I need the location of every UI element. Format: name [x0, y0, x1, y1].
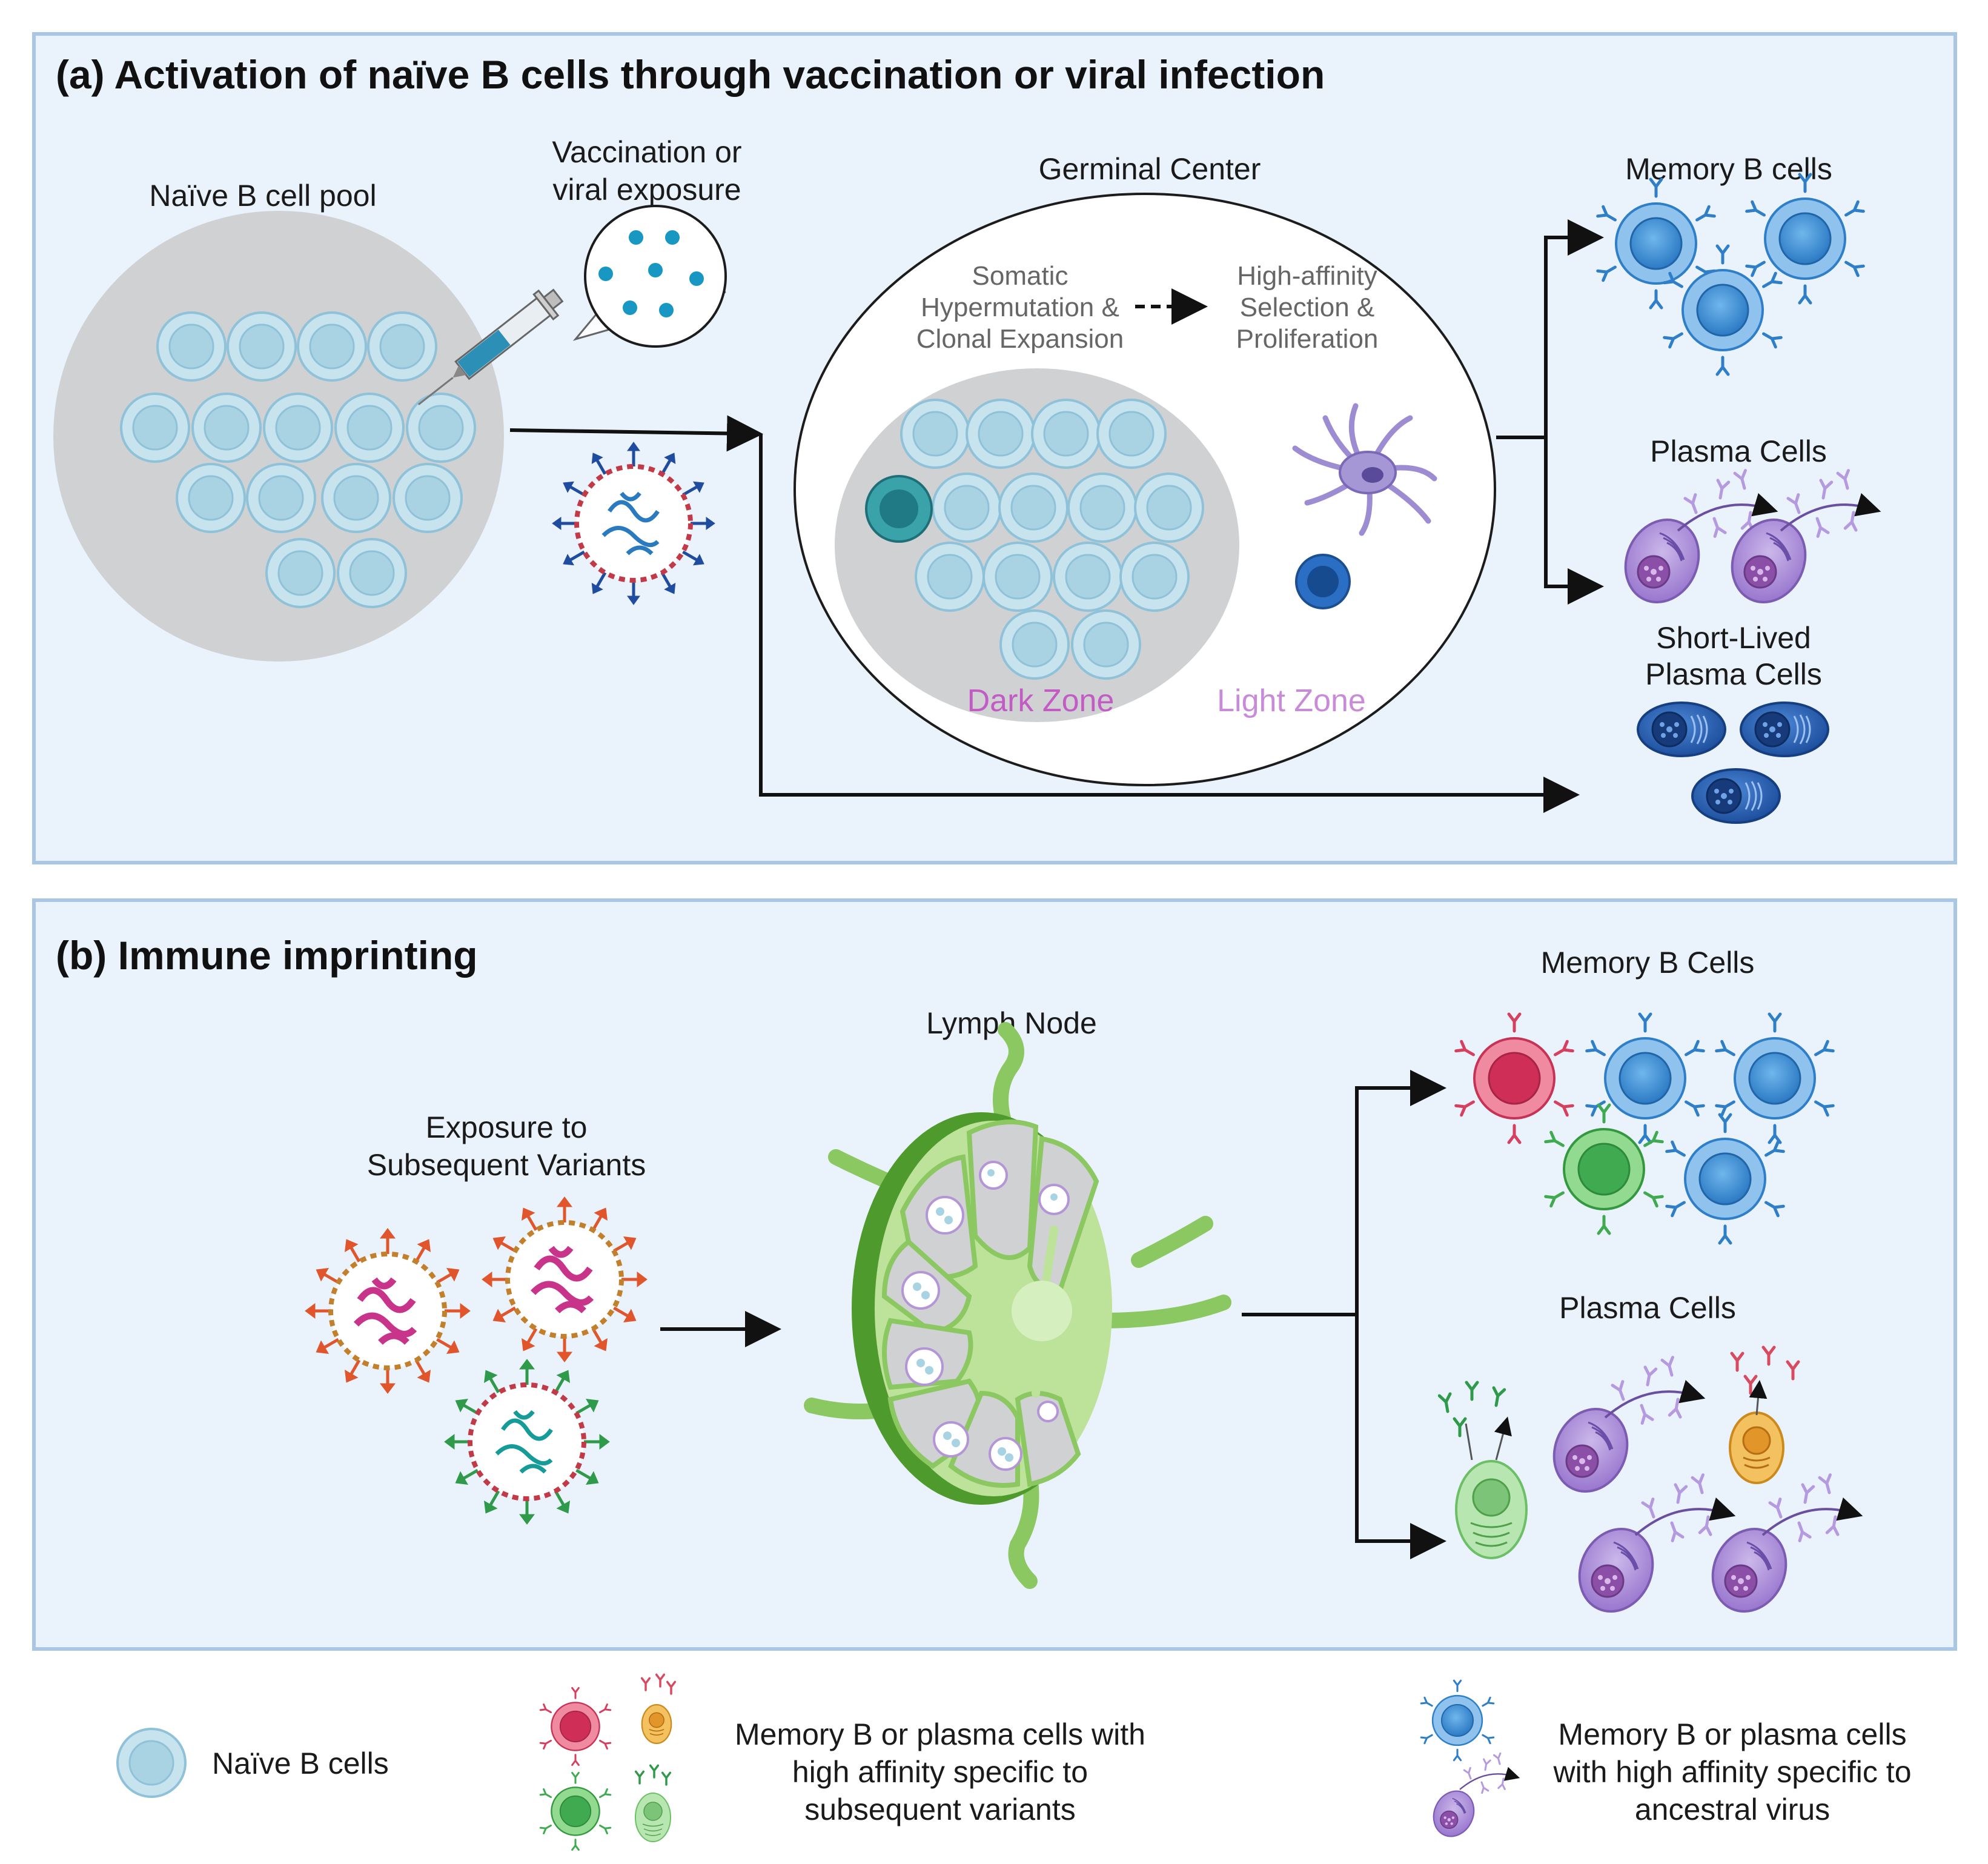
- light-zone-label: Light Zone: [1217, 683, 1366, 718]
- arrow-to-memory-b-cells-b: [1355, 1070, 1446, 1315]
- legend-ancestral-swatch: [1421, 1680, 1514, 1844]
- memory-b-cells-label: Memory B cells: [1625, 152, 1832, 186]
- plasma-cells-group-b: [1439, 1347, 1854, 1625]
- short-lived-label-line-1: Short-Lived: [1656, 621, 1811, 655]
- flow-arrow-to-short-lived: [759, 434, 1580, 813]
- arrow-to-plasma-cells-b: [1355, 1315, 1446, 1559]
- vaccination-label-line-1: Vaccination or: [552, 135, 741, 169]
- shm-label-line-2: Hypermutation &: [921, 293, 1119, 322]
- legend-ancestral-line-1: Memory B or plasma cells: [1558, 1717, 1906, 1751]
- dark-zone-label: Dark Zone: [967, 683, 1115, 718]
- exposure-label-line-2: Subsequent Variants: [367, 1148, 646, 1182]
- orange-plasma-cell: [1729, 1347, 1798, 1484]
- legend-ancestral-line-2: with high affinity specific to: [1552, 1755, 1911, 1789]
- flow-arrow-to-germinal-center: [509, 415, 763, 452]
- selected-b-cell: [1295, 554, 1351, 609]
- legend-naive-label: Naïve B cells: [212, 1746, 389, 1780]
- legend-naive-swatch: [116, 1728, 187, 1798]
- naive-pool-label: Naïve B cell pool: [149, 179, 376, 213]
- legend-variant-line-1: Memory B or plasma cells with: [735, 1717, 1145, 1751]
- exposure-label-line-1: Exposure to: [426, 1110, 588, 1144]
- plasma-cells-label-b: Plasma Cells: [1559, 1291, 1736, 1325]
- selection-label-line-2: Selection &: [1240, 293, 1375, 322]
- shm-label-line-1: Somatic: [972, 261, 1069, 291]
- follicular-dendritic-cell-icon: [1292, 403, 1437, 536]
- legend-ancestral-line-3: ancestral virus: [1635, 1793, 1830, 1826]
- legend-variant-swatch: [540, 1673, 677, 1849]
- panel-a-title: (a) Activation of naïve B cells through …: [56, 52, 1325, 97]
- activated-b-cell: [865, 475, 933, 543]
- germinal-center-label: Germinal Center: [1039, 152, 1261, 186]
- legend: Naïve B cells Memory B or plasma cells w…: [116, 1673, 1912, 1849]
- selection-label-line-3: Proliferation: [1236, 324, 1379, 354]
- short-lived-label-line-2: Plasma Cells: [1645, 657, 1822, 691]
- arrow-to-memory-b-cells: [1544, 219, 1604, 437]
- memory-b-cells-label-b: Memory B Cells: [1541, 946, 1755, 980]
- shm-label-line-3: Clonal Expansion: [916, 324, 1124, 354]
- panel-b-title: (b) Immune imprinting: [56, 933, 478, 978]
- selection-label-line-1: High-affinity: [1237, 261, 1377, 291]
- green-plasma-cell: [1439, 1382, 1528, 1559]
- lymph-node-icon: [804, 1022, 1231, 1589]
- vaccine-particles-magnified-icon: [584, 205, 727, 348]
- legend-variant-line-2: high affinity specific to: [792, 1755, 1088, 1789]
- legend-variant-line-3: subsequent variants: [804, 1793, 1076, 1826]
- vaccination-label-line-2: viral exposure: [552, 173, 741, 207]
- plasma-cells-label: Plasma Cells: [1650, 434, 1827, 468]
- arrow-to-plasma-cells: [1544, 437, 1604, 605]
